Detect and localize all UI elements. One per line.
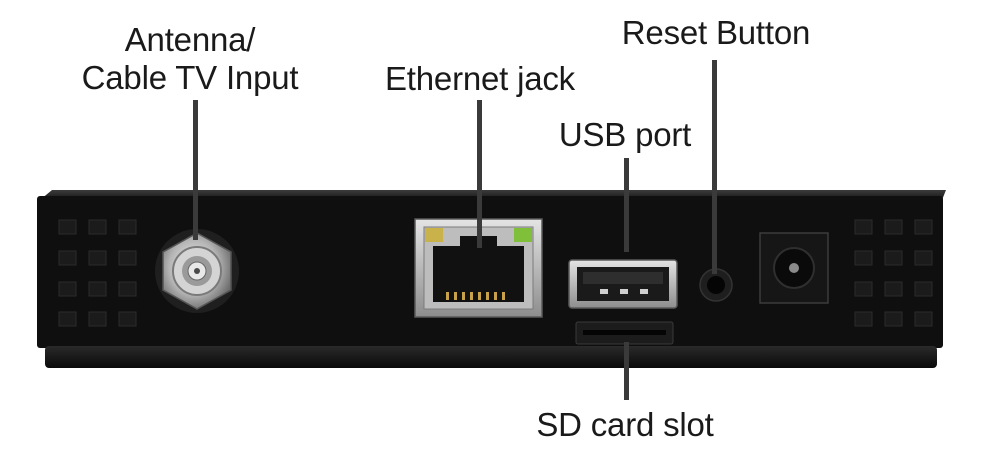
antenna-leader-line xyxy=(193,100,198,240)
usb-label: USB port xyxy=(558,116,692,153)
reset-pinhole-icon xyxy=(699,268,733,302)
right-vent-grid-icon xyxy=(854,219,933,327)
coaxial-f-connector-icon xyxy=(155,229,239,313)
usb-a-port-icon xyxy=(568,259,678,309)
ethernet-label: Ethernet jack xyxy=(384,60,575,97)
dc-power-jack-icon xyxy=(759,232,829,304)
usb-leader-line xyxy=(624,158,629,252)
left-vent-grid-icon xyxy=(58,219,137,327)
ethernet-led-amber xyxy=(425,228,443,242)
base-plate xyxy=(45,346,937,368)
antenna-label-line2: Cable TV Input xyxy=(81,59,299,96)
reset-label: Reset Button xyxy=(621,14,811,51)
sd-label: SD card slot xyxy=(536,406,714,443)
reset-leader-line xyxy=(712,60,717,274)
antenna-label: Antenna/ Cable TV Input xyxy=(60,21,320,97)
sd-card-slot-icon xyxy=(575,321,674,345)
ethernet-led-green xyxy=(514,228,532,242)
sd-leader-line xyxy=(624,342,629,400)
ethernet-leader-line xyxy=(477,100,482,248)
antenna-label-line1: Antenna/ xyxy=(124,21,256,58)
